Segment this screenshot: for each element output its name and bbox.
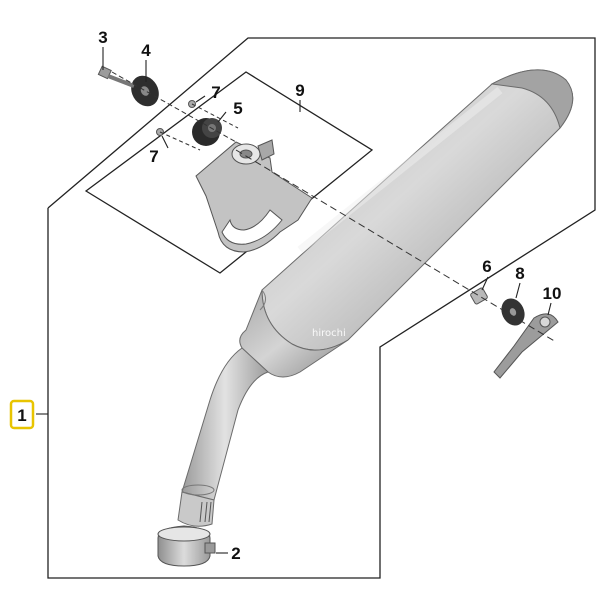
callout-1-highlight (9, 399, 35, 430)
callout-4[interactable]: 4 (141, 41, 151, 60)
callout-9[interactable]: 9 (295, 81, 304, 100)
bolt-3 (97, 65, 135, 88)
callout-3[interactable]: 3 (98, 28, 107, 47)
silencer-body (239, 69, 574, 378)
callout-7-upper[interactable]: 7 (211, 83, 220, 102)
washer-4 (131, 75, 159, 107)
assembly-axis-screw-upper (191, 103, 239, 129)
assembly-axis-screw-lower (159, 131, 201, 151)
link-pipe (177, 347, 269, 527)
bracket-subassembly-frame (84, 71, 374, 274)
spacer-6 (470, 287, 488, 305)
mounting-bracket (195, 139, 313, 253)
callout-7-lower[interactable]: 7 (149, 147, 158, 166)
callout-8[interactable]: 8 (515, 264, 524, 283)
footrest-bracket-10 (493, 313, 559, 379)
washer-8 (501, 298, 525, 326)
callout-1[interactable]: 1 (17, 406, 26, 425)
callout-5[interactable]: 5 (233, 99, 242, 118)
callout-2[interactable]: 2 (231, 544, 240, 563)
pipe-clamp (157, 525, 216, 567)
leader-lines (36, 47, 552, 554)
watermark: hirochi (312, 328, 346, 339)
callout-10[interactable]: 10 (543, 284, 562, 303)
assembly-axis-main (235, 149, 557, 343)
callout-6[interactable]: 6 (482, 257, 491, 276)
